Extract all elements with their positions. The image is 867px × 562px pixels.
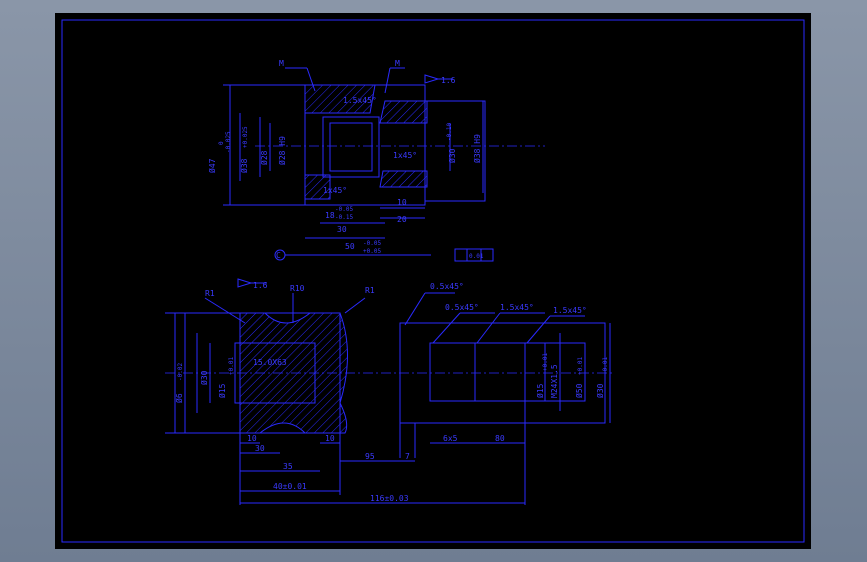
label-roughness-bottom: 1.6: [253, 281, 268, 290]
label-dim-10a: 10: [247, 434, 257, 443]
label-d38-tol: +0.025: [242, 126, 249, 148]
label-dim-18: 18: [325, 211, 335, 220]
label-d6-tol: -0.02: [177, 363, 184, 381]
label-dim-50-tol-dn: +0.05: [363, 248, 381, 255]
label-chamfer-top: 1.5x45°: [343, 96, 377, 105]
label-d47-tol-dn: -0.025: [225, 131, 232, 153]
top-hatch-left-upper: [304, 84, 376, 114]
label-dim-50: 50: [345, 242, 355, 251]
label-d28: Ø28: [259, 150, 269, 165]
label-r1-right: R1: [365, 286, 375, 295]
label-dim-6x5: 6x5: [443, 434, 458, 443]
top-hatch-right-upper: [379, 100, 428, 124]
bottom-right-body: [399, 322, 606, 424]
label-chamfer-bot: 1x45°: [323, 186, 347, 195]
label-m-right: M: [395, 59, 400, 68]
label-dim-116: 116±0.03: [370, 494, 409, 503]
label-dim-10b: 10: [325, 434, 335, 443]
label-d30: Ø30: [199, 370, 209, 385]
roughness-symbol-top: [424, 74, 440, 84]
roughness-symbol-bottom: [237, 278, 253, 288]
drawing-sheet: M M 1.6 1.5x45° 1x45° 1x45° Ø47 0 -0.025…: [55, 13, 811, 549]
label-d50-tol: +0.01: [577, 357, 584, 375]
label-r1-left: R1: [205, 289, 215, 298]
label-roughness-top: 1.6: [441, 76, 456, 85]
label-d15: Ø15: [217, 383, 227, 398]
top-hatch-right-lower: [379, 170, 428, 188]
label-d15-tol: +0.01: [228, 357, 235, 375]
label-m-left: M: [279, 59, 284, 68]
tolerance-frame: [454, 248, 494, 262]
label-dim-80: 80: [495, 434, 505, 443]
top-hatch-left-lower: [304, 174, 331, 200]
datum-circle: [274, 249, 286, 261]
label-r10: R10: [290, 284, 305, 293]
label-fcf: 0.01: [469, 253, 484, 260]
label-dim-18-tol-up: -0.05: [335, 206, 353, 213]
label-d30: Ø30: [447, 148, 457, 163]
label-dim-18-tol-dn: -0.15: [335, 214, 353, 221]
label-thread: 15.0X63: [253, 358, 287, 367]
label-d47: Ø47: [207, 158, 217, 173]
label-d28b: Ø28 H9: [277, 136, 287, 165]
label-dim-40: 40±0.01: [273, 482, 307, 491]
label-d15r-tol: +0.01: [542, 353, 549, 371]
label-d38r: Ø38 H9: [472, 134, 482, 163]
label-dim-20: 20: [397, 215, 407, 224]
top-bore-inner: [329, 122, 373, 172]
label-dim-35: 35: [283, 462, 293, 471]
bottom-view: 1.6 R10 R1 R1 0.5x45° 0.5x45° 1.5x45° 1.…: [165, 278, 615, 505]
cad-drawing: M M 1.6 1.5x45° 1x45° 1x45° Ø47 0 -0.025…: [61, 19, 805, 543]
drawing-border: [61, 19, 805, 543]
top-bore: [322, 116, 380, 178]
label-chamfer-1: 0.5x45°: [430, 282, 464, 291]
label-dim-7: 7: [405, 452, 410, 461]
label-d38: Ø38: [239, 158, 249, 173]
label-dim-30: 30: [255, 444, 265, 453]
label-d47-tol-up: 0: [218, 141, 225, 145]
label-chamfer-2: 0.5x45°: [445, 303, 479, 312]
label-chamfer-mid: 1x45°: [393, 151, 417, 160]
top-flange: [424, 100, 486, 202]
label-dim-30: 30: [337, 225, 347, 234]
label-datum: C: [276, 251, 281, 260]
label-chamfer-4: 1.5x45°: [553, 306, 587, 315]
label-dim-95: 95: [365, 452, 375, 461]
label-d15r: Ø15: [535, 383, 545, 398]
label-dim-50-tol-up: -0.05: [363, 240, 381, 247]
label-d50: Ø50: [574, 383, 584, 398]
label-d30-tol: -0.10: [446, 123, 453, 141]
bottom-right-bore: [429, 342, 586, 402]
label-chamfer-3: 1.5x45°: [500, 303, 534, 312]
label-m24: M24X1.5: [550, 364, 559, 398]
label-d30r: Ø30: [595, 383, 605, 398]
label-d6: Ø6: [174, 393, 184, 403]
top-view: M M 1.6 1.5x45° 1x45° 1x45° Ø47 0 -0.025…: [207, 59, 545, 262]
label-dim-10: 10: [397, 198, 407, 207]
label-d30r-tol: -0.01: [602, 357, 609, 375]
